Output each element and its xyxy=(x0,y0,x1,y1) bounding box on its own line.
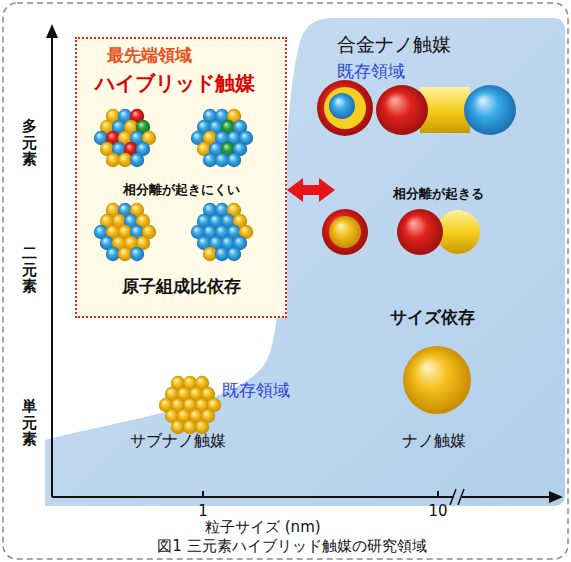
double-arrow xyxy=(287,178,335,202)
tick-label: 1 xyxy=(198,502,208,520)
axis-arrow xyxy=(549,491,563,503)
figure-caption: 図1 三元素ハイブリッド触媒の研究領域 xyxy=(157,537,426,555)
property-note: 相分離が起きにくい xyxy=(123,182,240,198)
alloy-particles xyxy=(317,80,516,255)
axis-break xyxy=(450,489,464,505)
atom xyxy=(130,153,144,167)
catalyst-name: ナノ触媒 xyxy=(402,431,466,450)
dashed-frame xyxy=(3,3,568,559)
alloy-group: 合金ナノ触媒既存領域相分離が起きる xyxy=(335,28,560,278)
axis-category: 単元素 xyxy=(22,398,37,448)
axis-title: 粒子サイズ (nm) xyxy=(205,518,321,536)
axis-arrow xyxy=(46,24,58,38)
existing-region xyxy=(45,18,565,506)
atom xyxy=(130,247,144,261)
atom xyxy=(227,153,241,167)
atom xyxy=(227,247,241,261)
region-name: 既存領域 xyxy=(222,380,290,400)
frontier-box: 最先端領域ハイブリッド触媒相分離が起きにくい原子組成比依存 xyxy=(75,37,287,318)
region-title: 最先端領域 xyxy=(107,45,192,65)
frontier-fill xyxy=(75,37,287,318)
catalyst-name: サブナノ触媒 xyxy=(130,431,226,450)
property-note: 相分離が起きる xyxy=(393,186,484,202)
region-name: 既存領域 xyxy=(337,61,405,81)
dependence-note: 原子組成比依存 xyxy=(122,276,241,296)
axis-category: 多元素 xyxy=(22,118,37,168)
axes xyxy=(52,34,553,497)
nano-particle xyxy=(403,346,471,414)
catalyst-name: ハイブリッド触媒 xyxy=(95,71,255,95)
dependence-note: サイズ依存 xyxy=(390,307,475,327)
axis-category: 二元素 xyxy=(22,245,37,295)
group-title: 合金ナノ触媒 xyxy=(337,33,451,56)
tick-label: 10 xyxy=(428,502,447,520)
